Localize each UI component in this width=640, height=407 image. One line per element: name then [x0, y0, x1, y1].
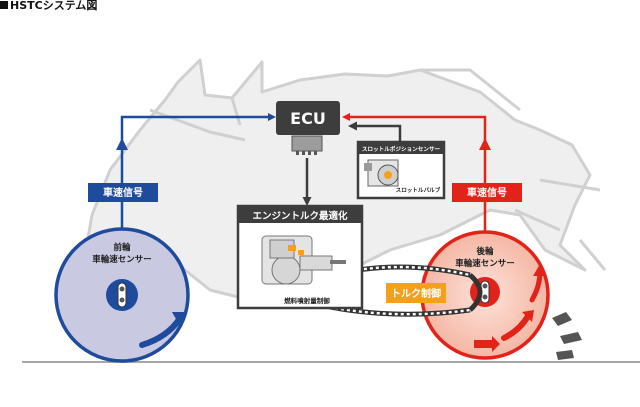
engine-torque-optimization-box: エンジントルク最適化 燃料噴射量制御	[236, 204, 364, 310]
front-signal-arrow-icon	[116, 138, 128, 150]
engine-box-title: エンジントルク最適化	[252, 210, 348, 222]
front-signal-label-box: 車速信号	[88, 183, 158, 202]
diagram-title: HSTCシステム図	[0, 0, 97, 12]
title-text: HSTCシステム図	[10, 0, 98, 12]
ecu-label: ECU	[290, 109, 326, 128]
rear-wheel	[420, 230, 582, 360]
engine-box-caption: 燃料噴射量制御	[284, 296, 330, 305]
front-signal-label: 車速信号	[103, 186, 143, 199]
front-sensor-line2: 車輪速センサー	[92, 254, 152, 265]
throttle-position-sensor-box: スロットルポジションセンサー スロットルバルブ	[356, 140, 446, 200]
front-sensor-line1: 前輪	[113, 242, 131, 253]
ecu-unit: ECU	[276, 101, 340, 155]
torque-control-label-box: トルク制御	[386, 283, 446, 303]
rear-rotation-arrows-icon	[474, 264, 547, 352]
torque-control-label: トルク制御	[391, 287, 441, 300]
rear-signal-label-box: 車速信号	[452, 183, 522, 202]
throttle-valve-label: スロットルバルブ	[396, 186, 441, 194]
throttle-box-title: スロットルポジションセンサー	[362, 145, 441, 153]
rear-signal-arrow-icon	[479, 138, 491, 150]
rear-sensor-line1: 後輪	[476, 246, 494, 257]
rear-sensor-line2: 車輪速センサー	[455, 258, 515, 269]
engine-illustration-icon	[261, 235, 346, 285]
throttle-to-ecu-arrow	[348, 121, 402, 142]
title-square-icon	[0, 1, 8, 9]
tire-slip-marks-icon	[552, 312, 582, 360]
rear-signal-label: 車速信号	[467, 186, 507, 199]
throttle-body-icon	[364, 159, 399, 187]
